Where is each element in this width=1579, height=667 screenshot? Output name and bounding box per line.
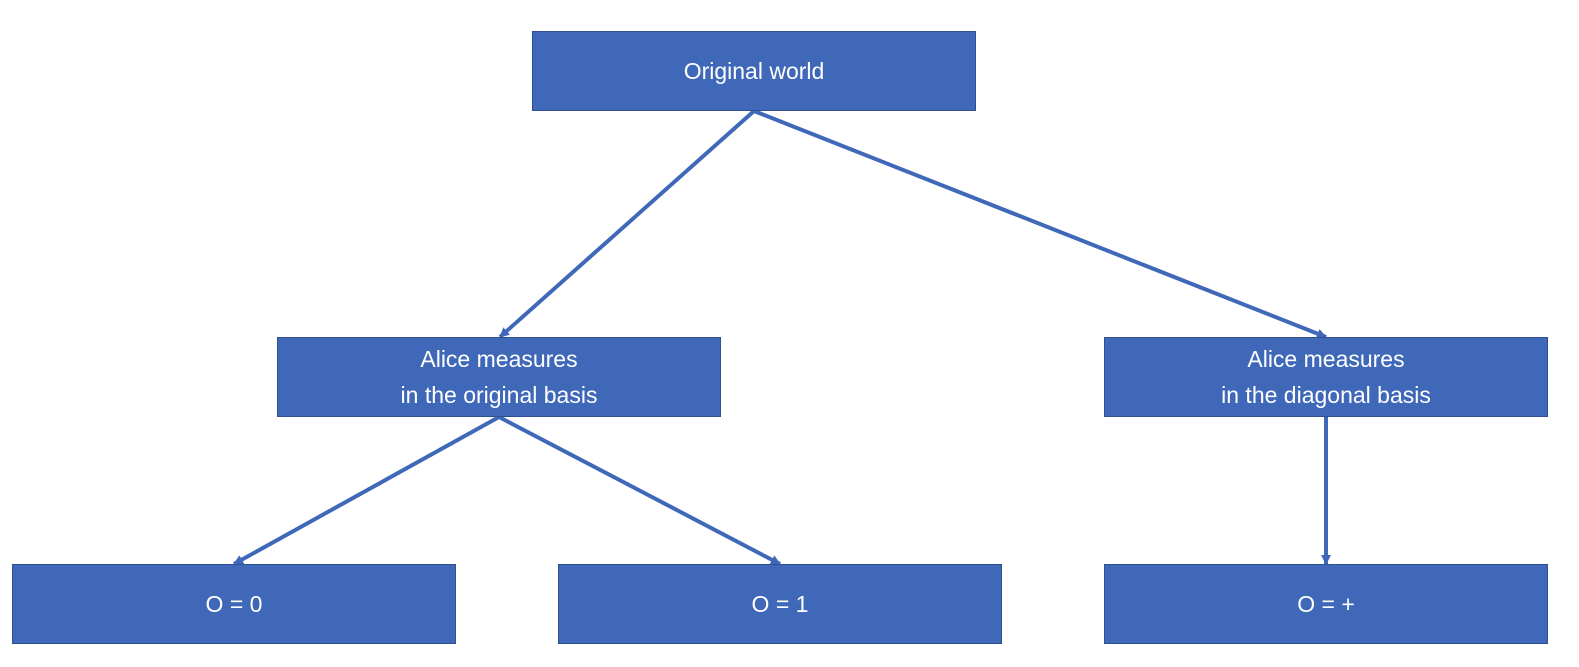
node-label: O = 1	[751, 591, 809, 617]
node-alice-measures-diagonal-basis: Alice measures in the diagonal basis	[1104, 337, 1548, 417]
node-outcome-zero: O = 0	[12, 564, 456, 644]
node-original-world: Original world	[532, 31, 976, 111]
edge-root-to-original-basis	[498, 109, 756, 339]
node-label: O = +	[1297, 591, 1355, 617]
node-outcome-plus: O = +	[1104, 564, 1548, 644]
node-alice-measures-original-basis: Alice measures in the original basis	[277, 337, 721, 417]
node-label: O = 0	[205, 591, 263, 617]
node-label: Alice measures in the original basis	[400, 346, 598, 408]
edge-root-to-diagonal-basis	[753, 109, 1327, 339]
edge-original-basis-to-o-zero	[233, 415, 500, 566]
node-label: Original world	[683, 58, 825, 84]
node-outcome-one: O = 1	[558, 564, 1002, 644]
edge-original-basis-to-o-one	[498, 415, 781, 566]
node-label: Alice measures in the diagonal basis	[1221, 346, 1431, 408]
